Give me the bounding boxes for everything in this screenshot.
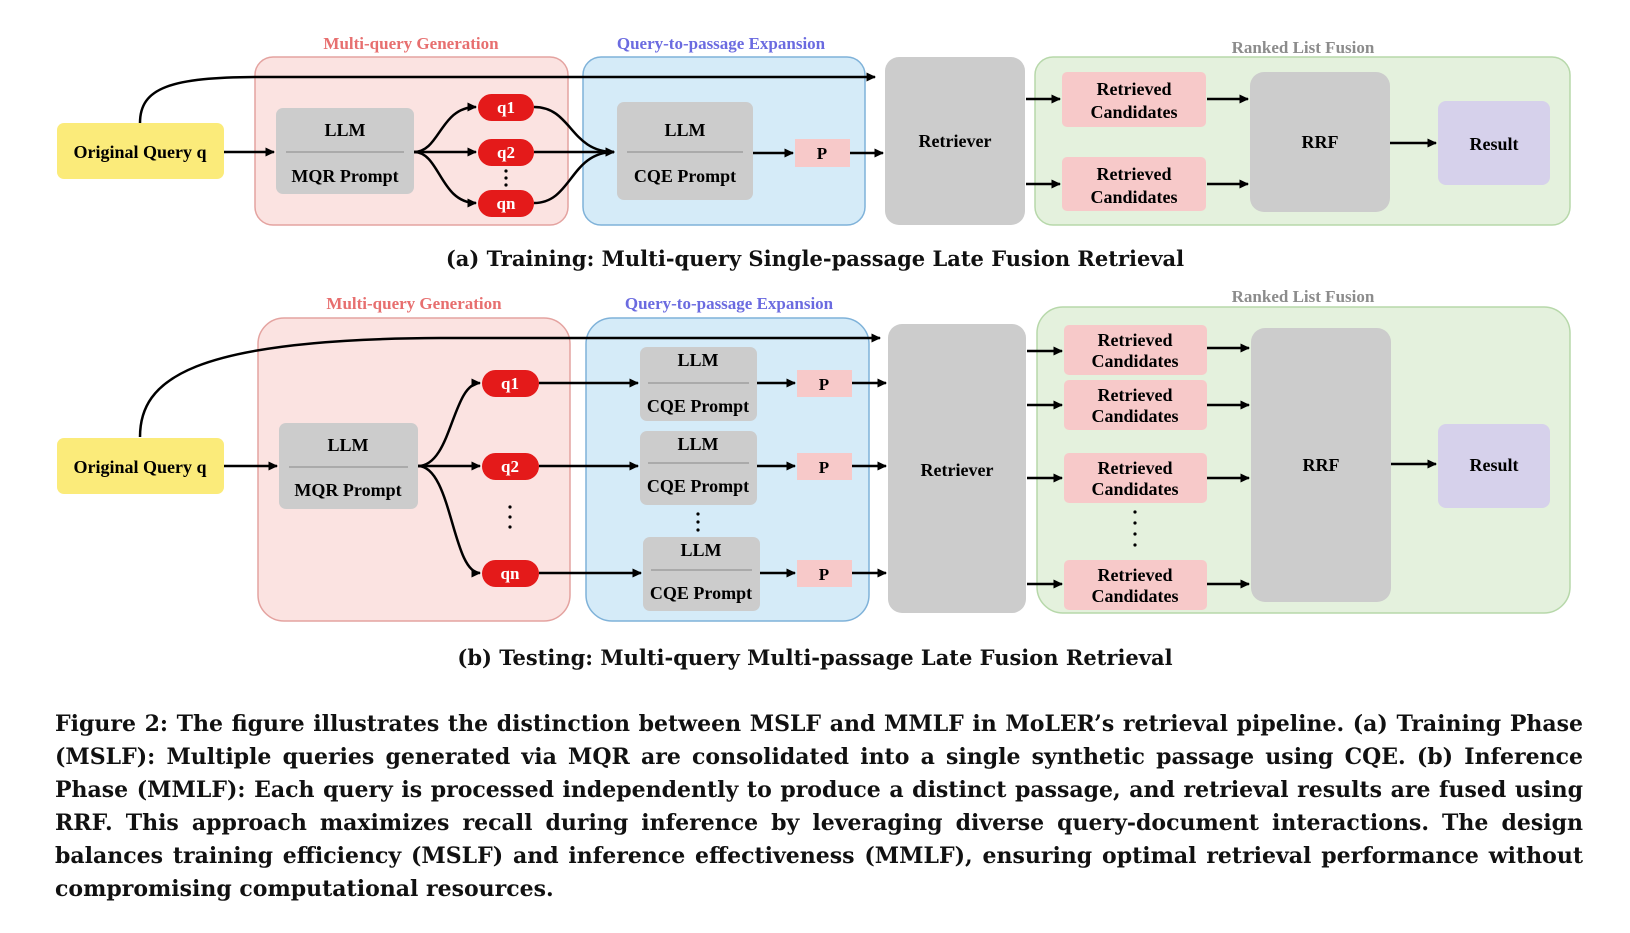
original-query-box-b <box>57 438 224 494</box>
retriever-label-b: Retriever <box>921 460 994 480</box>
passage-box-b3 <box>797 560 852 587</box>
candidates-box-a1 <box>1062 72 1206 127</box>
query-label-qn-a: qn <box>497 194 516 213</box>
subcaption-a: (a) Training: Multi-query Single-passage… <box>445 246 1185 271</box>
rlf-title-b: Ranked List Fusion <box>1232 287 1375 306</box>
qpe-title-b: Query-to-passage Expansion <box>625 294 834 313</box>
candidates-line1-b4: Retrieved <box>1098 565 1173 585</box>
candidates-line2-a1: Candidates <box>1090 102 1177 122</box>
llm-label-a: LLM <box>324 120 365 140</box>
query-pill-qn-a <box>478 190 534 217</box>
original-query-label-a: Original Query q <box>73 142 206 162</box>
mqr-prompt-label-a: MQR Prompt <box>291 166 398 186</box>
candidates-box-b4 <box>1064 560 1207 610</box>
retriever-label-a: Retriever <box>919 131 992 151</box>
candidates-box-b2 <box>1064 380 1207 430</box>
llm-cqe-label-b1: LLM <box>677 350 718 370</box>
result-box-a <box>1438 101 1550 185</box>
query-label-qn-b: qn <box>501 564 520 583</box>
arrows-b <box>138 333 1437 589</box>
diagram-b: Multi-query Generation Query-to-passage … <box>57 287 1571 622</box>
query-label-q2-b: q2 <box>501 457 519 476</box>
query-pill-q2-a <box>478 139 534 166</box>
retriever-box-b <box>888 324 1026 613</box>
cqe-prompt-label-b3: CQE Prompt <box>650 583 752 603</box>
query-pill-q1-b <box>482 370 539 397</box>
cqe-prompt-label-b2: CQE Prompt <box>647 476 749 496</box>
original-query-label-b: Original Query q <box>73 457 206 477</box>
llm-cqe-box-b1 <box>640 347 757 421</box>
mqg-title-b: Multi-query Generation <box>326 294 502 313</box>
rrf-box-b <box>1251 328 1391 602</box>
figure-caption: Figure 2: The figure illustrates the dis… <box>55 711 1583 902</box>
llm-cqe-box-b3 <box>643 537 760 611</box>
result-label-a: Result <box>1470 134 1519 154</box>
llm-cqe-label-b2: LLM <box>677 434 718 454</box>
rrf-label-b: RRF <box>1303 455 1340 475</box>
candidates-box-b3 <box>1064 453 1207 503</box>
passage-label-b3: P <box>819 565 829 584</box>
qpe-title-a: Query-to-passage Expansion <box>617 34 826 53</box>
arrows-a <box>138 72 1437 208</box>
query-pill-q1-a <box>478 94 534 121</box>
passage-box-b2 <box>797 453 852 480</box>
llm-mqr-box-b <box>279 423 418 509</box>
llm-cqe-label-b3: LLM <box>680 540 721 560</box>
passage-label-b2: P <box>819 458 829 477</box>
query-label-q1-a: q1 <box>497 98 515 117</box>
candidates-line2-b2: Candidates <box>1091 406 1178 426</box>
candidates-line1-b2: Retrieved <box>1098 385 1173 405</box>
retriever-box-a <box>885 57 1025 225</box>
llm-cqe-box-a <box>617 102 753 200</box>
figure-diagrams: Multi-query Generation Query-to-passage … <box>57 34 1571 622</box>
cqe-prompt-label-a: CQE Prompt <box>634 166 736 186</box>
query-label-q1-b: q1 <box>501 374 519 393</box>
passage-label-b1: P <box>819 375 829 394</box>
candidates-line2-b1: Candidates <box>1091 351 1178 371</box>
llm-mqr-box-a <box>276 108 414 194</box>
ellipsis-dots-b1 <box>508 505 512 529</box>
passage-box-b1 <box>797 370 852 397</box>
rrf-label-a: RRF <box>1302 132 1339 152</box>
candidates-box-a2 <box>1062 157 1206 211</box>
diagram-a: Multi-query Generation Query-to-passage … <box>57 34 1571 226</box>
candidates-line1-a2: Retrieved <box>1097 164 1172 184</box>
query-pill-q2-b <box>482 453 539 480</box>
passage-label-a: P <box>817 144 827 163</box>
candidates-line2-a2: Candidates <box>1090 187 1177 207</box>
result-label-b: Result <box>1470 455 1519 475</box>
rrf-box-a <box>1250 72 1390 212</box>
mqg-title-a: Multi-query Generation <box>323 34 499 53</box>
ellipsis-dots-a <box>504 169 508 187</box>
candidates-line1-b1: Retrieved <box>1098 330 1173 350</box>
subcaption-b: (b) Testing: Multi-query Multi-passage L… <box>457 645 1173 670</box>
candidates-box-b1 <box>1064 325 1207 375</box>
candidates-line2-b3: Candidates <box>1091 479 1178 499</box>
llm-cqe-label-a: LLM <box>664 120 705 140</box>
llm-label-b: LLM <box>327 435 368 455</box>
passage-box-a <box>795 139 850 167</box>
query-pill-qn-b <box>482 560 539 587</box>
llm-cqe-box-b2 <box>640 431 757 505</box>
result-box-b <box>1438 424 1550 508</box>
query-label-q2-a: q2 <box>497 143 515 162</box>
cqe-prompt-label-b1: CQE Prompt <box>647 396 749 416</box>
ellipsis-dots-b3 <box>1133 510 1137 547</box>
original-query-box-a <box>57 123 224 179</box>
mqr-prompt-label-b: MQR Prompt <box>294 480 401 500</box>
candidates-line2-b4: Candidates <box>1091 586 1178 606</box>
candidates-line1-b3: Retrieved <box>1098 458 1173 478</box>
candidates-line1-a1: Retrieved <box>1097 79 1172 99</box>
rlf-title-a: Ranked List Fusion <box>1232 38 1375 57</box>
ellipsis-dots-b2 <box>696 512 700 532</box>
